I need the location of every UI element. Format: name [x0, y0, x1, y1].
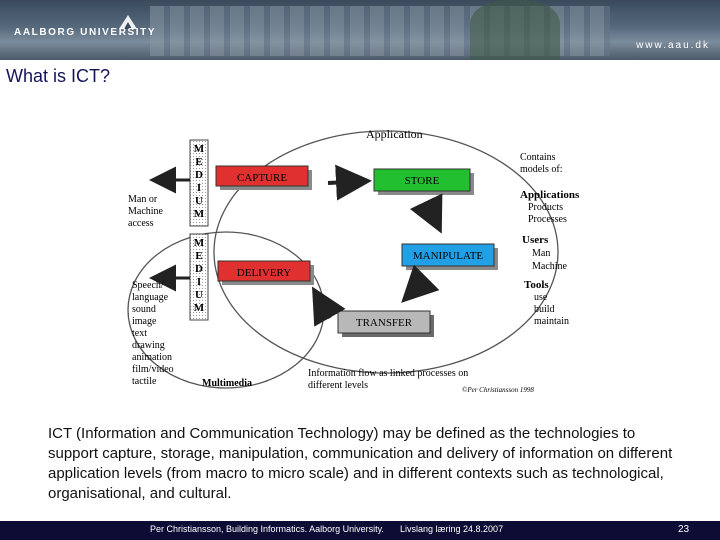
page-number: 23 [678, 524, 690, 535]
contains-line: Contains [520, 152, 556, 163]
capture-label: CAPTURE [237, 172, 287, 184]
multimedia-label: Multimedia [202, 378, 252, 389]
medium-letter: M [194, 302, 205, 314]
tools-item: maintain [534, 316, 569, 327]
slide-description: ICT (Information and Communication Techn… [48, 425, 673, 502]
medium-letter: E [195, 156, 202, 168]
delivery-label: DELIVERY [237, 267, 291, 279]
flow-note-line: Information flow as linked processes on [308, 368, 468, 379]
media-line: tactile [132, 376, 157, 387]
footer-author: Per Christiansson, Building Informatics.… [150, 524, 384, 534]
access-line: Machine [128, 206, 164, 217]
delivery-box: DELIVERY [217, 260, 314, 285]
slide-header: AALBORG UNIVERSITY www.aau.dk [0, 0, 720, 60]
media-line: text [132, 328, 147, 339]
slide-title: What is ICT? [6, 66, 111, 86]
manipulate-box: MANIPULATE [401, 243, 498, 270]
media-line: film/video [132, 364, 174, 375]
capture-box: CAPTURE [215, 165, 312, 190]
arrow-transfer-delivery [312, 286, 346, 327]
medium-letter: M [194, 143, 205, 155]
header-tree-photo [470, 0, 560, 60]
contains-line: models of: [520, 164, 563, 175]
tools-item: build [534, 304, 555, 315]
transfer-label: TRANSFER [356, 317, 413, 329]
applications-item: Products [528, 202, 563, 213]
medium-letter: I [197, 276, 201, 288]
application-label: Application [366, 127, 423, 141]
access-line: access [128, 218, 154, 229]
slide-footer: Per Christiansson, Building Informatics.… [0, 521, 720, 540]
media-line: sound [132, 304, 156, 315]
medium-letter: M [194, 208, 205, 220]
applications-label: Applications [520, 189, 580, 201]
arrow-store-manipulate [409, 193, 443, 234]
users-label: Users [522, 234, 549, 246]
university-logo-icon [119, 15, 137, 29]
tools-label: Tools [524, 279, 549, 291]
media-line: animation [132, 352, 172, 363]
medium-letter: U [195, 289, 203, 301]
ict-diagram: M E D I U M M E D I U M CAPTURE STORE MA… [127, 127, 580, 394]
flow-note-line: different levels [308, 380, 368, 391]
medium-letter: D [195, 263, 203, 275]
media-line: image [132, 316, 157, 327]
medium-letter: U [195, 195, 203, 207]
store-label: STORE [405, 175, 440, 187]
medium-letter: I [197, 182, 201, 194]
medium-column-bottom: M E D I U M [189, 233, 209, 321]
users-item: Man [532, 248, 550, 259]
users-item: Machine [532, 261, 568, 272]
arrow-capture-store [327, 164, 372, 201]
university-name: AALBORG UNIVERSITY [14, 27, 157, 38]
access-line: Man or [128, 194, 158, 205]
transfer-box: TRANSFER [337, 310, 434, 337]
media-line: drawing [132, 340, 165, 351]
diagram-credit: ©Per Christiansson 1998 [462, 386, 534, 394]
media-line: language [132, 292, 169, 303]
website-url: www.aau.dk [636, 40, 710, 51]
medium-column-top: M E D I U M [189, 139, 209, 227]
application-ellipse [213, 130, 559, 374]
store-box: STORE [373, 168, 474, 195]
tools-item: use [534, 292, 548, 303]
medium-letter: E [195, 250, 202, 262]
arrow-manipulate-transfer [401, 264, 440, 303]
applications-item: Processes [528, 214, 567, 225]
media-line: Speech/ [132, 280, 164, 291]
medium-letter: M [194, 237, 205, 249]
manipulate-label: MANIPULATE [413, 250, 484, 262]
footer-date: Livslang læring 24.8.2007 [400, 524, 504, 534]
medium-letter: D [195, 169, 203, 181]
